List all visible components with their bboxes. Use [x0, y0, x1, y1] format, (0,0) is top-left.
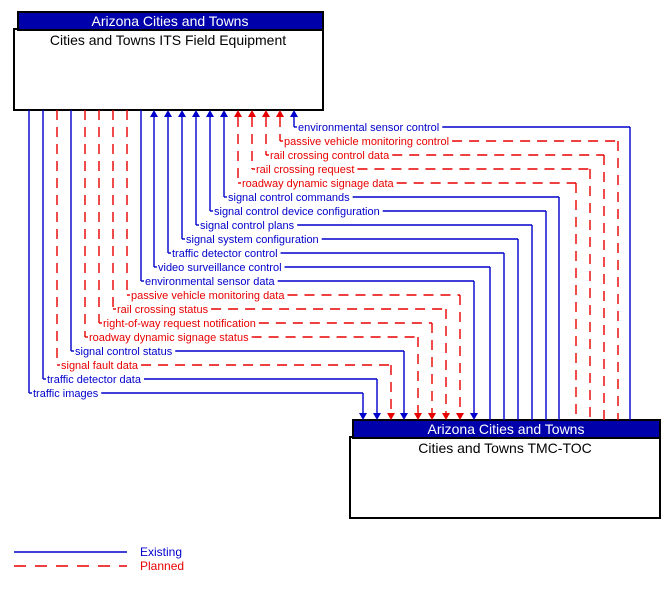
flow-traffic-images: traffic images	[28, 110, 367, 420]
arrowhead-down-icon	[373, 413, 381, 420]
arrowhead-down-icon	[470, 413, 478, 420]
arrowhead-up-icon	[290, 110, 298, 117]
flow-signal-control-commands: signal control commands	[220, 110, 560, 420]
arrowhead-up-icon	[220, 110, 228, 117]
flow-label: roadway dynamic signage data	[242, 178, 395, 190]
flow-label: video surveillance control	[158, 262, 282, 274]
top-box-name: Cities and Towns ITS Field Equipment	[50, 32, 286, 48]
top-entity-box: Arizona Cities and Towns Cities and Town…	[13, 11, 324, 111]
flow-label: signal control status	[75, 346, 173, 358]
arrowhead-up-icon	[178, 110, 186, 117]
flow-label: signal control plans	[200, 220, 295, 232]
arrowhead-down-icon	[400, 413, 408, 420]
flow-rail-crossing-status: rail crossing status	[112, 110, 450, 420]
arrowhead-down-icon	[359, 413, 367, 420]
flow-right-of-way-request-notification: right-of-way request notification	[98, 110, 436, 420]
arrowhead-down-icon	[387, 413, 395, 420]
arrowhead-up-icon	[192, 110, 200, 117]
flow-lines: environmental sensor control passive vehi…	[28, 110, 631, 420]
flow-label: traffic detector control	[172, 248, 278, 260]
arrowhead-up-icon	[262, 110, 270, 117]
legend: Existing Planned	[14, 545, 184, 573]
flow-label: environmental sensor data	[145, 276, 276, 288]
flow-label: signal control device configuration	[214, 206, 380, 218]
flow-label: passive vehicle monitoring control	[284, 136, 449, 148]
top-box-body	[13, 28, 324, 111]
flow-rail-crossing-request: rail crossing request	[248, 110, 591, 420]
flow-label: rail crossing status	[117, 304, 209, 316]
flow-signal-system-configuration: signal system configuration	[178, 110, 519, 420]
flow-label: traffic images	[33, 388, 99, 400]
legend-planned-label: Planned	[140, 559, 184, 573]
arrowhead-down-icon	[414, 413, 422, 420]
flow-rail-crossing-control-data: rail crossing control data	[262, 110, 605, 420]
arrowhead-up-icon	[276, 110, 284, 117]
arrowhead-up-icon	[150, 110, 158, 117]
flow-roadway-dynamic-signage-status: roadway dynamic signage status	[84, 110, 422, 420]
flow-passive-vehicle-monitoring-data: passive vehicle monitoring data	[126, 110, 464, 420]
legend-existing-label: Existing	[140, 545, 182, 559]
bottom-box-name: Cities and Towns TMC-TOC	[418, 440, 592, 456]
arrowhead-down-icon	[428, 413, 436, 420]
flow-signal-control-status: signal control status	[70, 110, 408, 420]
flow-label: signal fault data	[61, 360, 139, 372]
flow-signal-control-device-configuration: signal control device configuration	[206, 110, 547, 420]
arrowhead-up-icon	[164, 110, 172, 117]
flow-video-surveillance-control: video surveillance control	[150, 110, 491, 420]
flow-passive-vehicle-monitoring-control: passive vehicle monitoring control	[276, 110, 619, 420]
arrowhead-down-icon	[442, 413, 450, 420]
flow-roadway-dynamic-signage-data: roadway dynamic signage data	[234, 110, 577, 420]
flow-label: rail crossing control data	[270, 150, 390, 162]
flow-traffic-detector-data: traffic detector data	[42, 110, 381, 420]
arrowhead-down-icon	[456, 413, 464, 420]
flow-label: traffic detector data	[47, 374, 142, 386]
flow-label: rail crossing request	[256, 164, 354, 176]
bottom-box-header-bar	[352, 419, 661, 439]
flow-label: roadway dynamic signage status	[89, 332, 249, 344]
top-box-header-label: Arizona Cities and Towns	[92, 13, 249, 29]
top-box-header-bar	[17, 11, 324, 31]
bottom-box-header-label: Arizona Cities and Towns	[428, 421, 585, 437]
arrowhead-up-icon	[234, 110, 242, 117]
arrowhead-up-icon	[248, 110, 256, 117]
flow-label: signal system configuration	[186, 234, 319, 246]
flow-traffic-detector-control: traffic detector control	[164, 110, 505, 420]
flow-signal-control-plans: signal control plans	[192, 110, 533, 420]
flow-environmental-sensor-control: environmental sensor control	[290, 110, 631, 420]
flow-signal-fault-data: signal fault data	[56, 110, 395, 420]
bottom-entity-box: Arizona Cities and Towns Cities and Town…	[349, 419, 661, 519]
flow-environmental-sensor-data: environmental sensor data	[140, 110, 478, 420]
arrowhead-up-icon	[206, 110, 214, 117]
flow-label: passive vehicle monitoring data	[131, 290, 285, 302]
flow-label: environmental sensor control	[298, 122, 439, 134]
flow-label: right-of-way request notification	[103, 318, 256, 330]
flow-label: signal control commands	[228, 192, 350, 204]
